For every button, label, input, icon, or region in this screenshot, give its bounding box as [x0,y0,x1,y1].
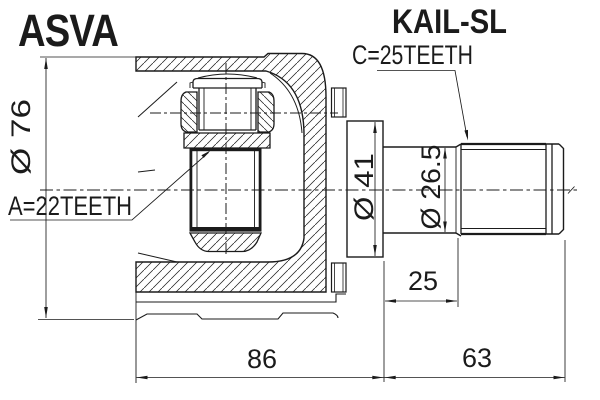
inner-spline-teeth-label: A=22TEETH [8,191,132,221]
leader-inner-spline [10,150,211,221]
trunnion-left-section [180,91,198,133]
spider-hub-section [183,132,271,149]
retaining-ring-top [330,87,347,118]
tripod-bearing [180,73,275,149]
boot-groove-contour [136,293,346,303]
roller-washer [189,73,266,88]
roller [193,87,262,131]
dim-76-lines [38,56,136,320]
dim-collar-diameter: Ø 41 [349,153,379,221]
dim-25-lines [385,238,459,307]
dim-shaft-length: 63 [462,343,492,373]
housing-section [135,52,347,383]
dimension-annotations [10,56,566,382]
centerlines [40,63,577,257]
housing-od-contour [135,312,339,321]
dim-26-5-lines [443,147,447,233]
trunnion-right-section [257,91,275,133]
output-shaft [346,120,565,258]
dim-neck-length: 25 [408,266,438,296]
retaining-ring-bottom [330,262,347,293]
brand-logo: ASVA [18,5,118,56]
dim-86-63-lines [136,240,566,382]
part-number-label: KAIL-SL [392,3,507,41]
boot-seat-edge-top [137,81,178,118]
dim-housing-outer-diameter: Ø 76 [6,99,36,175]
dim-41-lines [373,122,377,256]
housing-wall-section [135,52,327,293]
dim-shaft-neck-diameter: Ø 26.5 [416,145,446,230]
shaft-spline-section [460,142,565,236]
dim-housing-length: 86 [247,344,277,374]
spider-cone-section [188,232,263,253]
outer-spline-teeth-label: C=25TEETH [352,40,473,70]
shaft-collar [346,120,384,258]
leader-outer-spline [377,70,468,141]
boot-seat-edge-bottom [137,252,178,263]
